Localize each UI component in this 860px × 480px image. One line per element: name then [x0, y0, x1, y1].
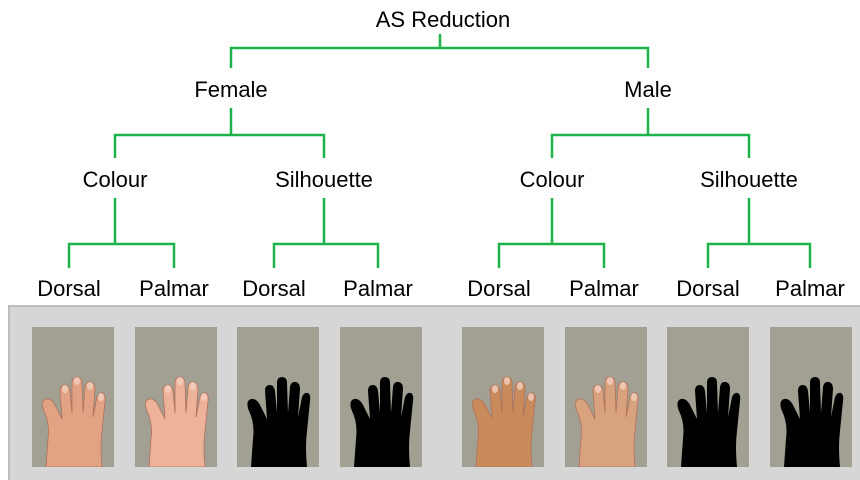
hand-dorsal-colour-icon: [462, 327, 544, 467]
connector-male-silhouette: [708, 198, 810, 268]
connector-female-colour: [69, 198, 174, 268]
connector-male-colour: [499, 198, 604, 268]
view-label-female-silhouette-dorsal: Dorsal: [242, 276, 306, 301]
stimulus-tile-female-silhouette-palmar: [340, 327, 422, 467]
stimulus-tile-male-silhouette-dorsal: [667, 327, 749, 467]
hand-silhouette-icon: [237, 327, 319, 467]
hand-silhouette-icon: [340, 327, 422, 467]
hand-dorsal-colour-icon: [32, 327, 114, 467]
view-label-male-colour-palmar: Palmar: [569, 276, 639, 301]
group-label-male: Male: [624, 77, 672, 102]
stimulus-tile-male-colour-dorsal: [462, 327, 544, 467]
hierarchy-tree: AS Reduction Female Male Colour Silhouet…: [0, 0, 860, 305]
stimulus-tile-female-silhouette-dorsal: [237, 327, 319, 467]
connector-female-silhouette: [274, 198, 378, 268]
tree-connectors: [69, 34, 810, 268]
type-label-female-colour: Colour: [83, 167, 148, 192]
type-label-male-colour: Colour: [520, 167, 585, 192]
root-label: AS Reduction: [376, 7, 511, 32]
hand-silhouette-icon: [667, 327, 749, 467]
stimulus-tile-female-colour-palmar: [135, 327, 217, 467]
view-label-female-colour-palmar: Palmar: [139, 276, 209, 301]
stimulus-panel: [8, 305, 860, 480]
view-label-male-colour-dorsal: Dorsal: [467, 276, 531, 301]
type-label-female-silhouette: Silhouette: [275, 167, 373, 192]
type-label-male-silhouette: Silhouette: [700, 167, 798, 192]
hand-palmar-colour-icon: [565, 327, 647, 467]
view-label-male-silhouette-dorsal: Dorsal: [676, 276, 740, 301]
stimulus-tile-female-colour-dorsal: [32, 327, 114, 467]
view-label-female-silhouette-palmar: Palmar: [343, 276, 413, 301]
view-label-female-colour-dorsal: Dorsal: [37, 276, 101, 301]
hand-palmar-colour-icon: [135, 327, 217, 467]
hand-silhouette-icon: [770, 327, 852, 467]
connector-female: [115, 108, 324, 158]
connector-male: [552, 108, 749, 158]
stimulus-tile-male-silhouette-palmar: [770, 327, 852, 467]
group-label-female: Female: [194, 77, 267, 102]
view-label-male-silhouette-palmar: Palmar: [775, 276, 845, 301]
connector-root: [231, 34, 648, 68]
stimulus-tile-male-colour-palmar: [565, 327, 647, 467]
